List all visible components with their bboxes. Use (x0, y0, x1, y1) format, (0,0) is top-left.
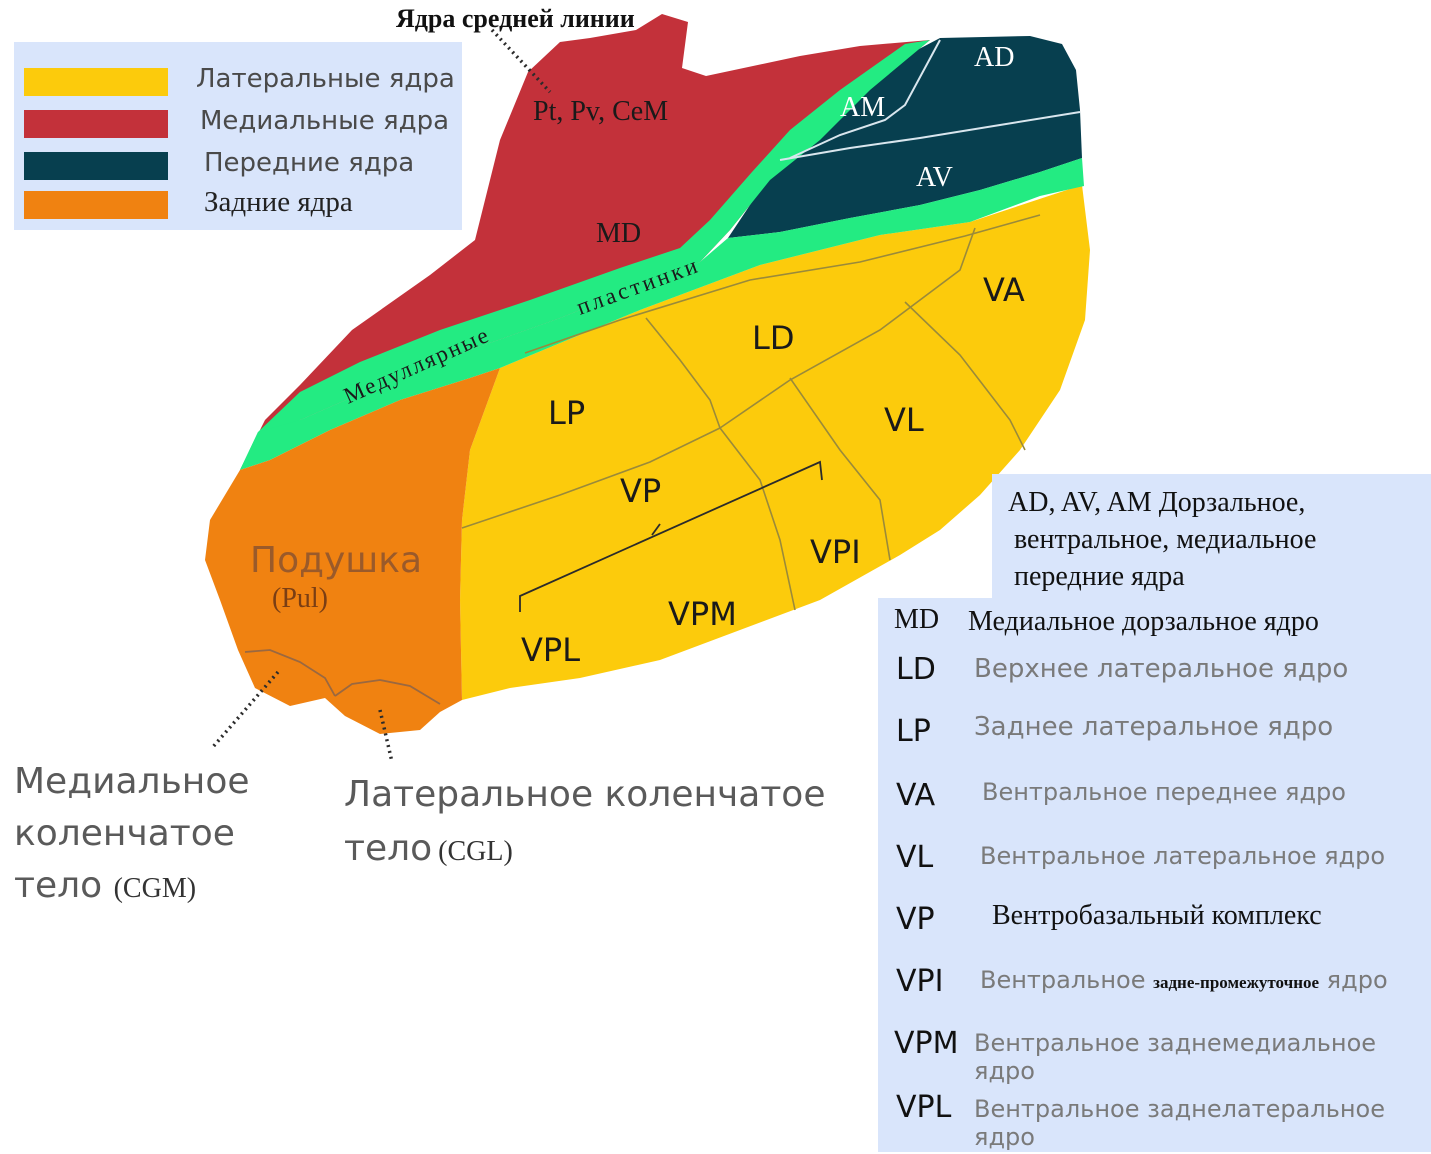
cgm-caption-line3: тело (CGM) (14, 860, 250, 915)
av-divider (779, 111, 1081, 161)
anterior-nuclei-region (728, 36, 1082, 238)
legend-swatch-lateral (24, 68, 168, 96)
cgl-caption: Латеральное коленчатое тело(CGL) (344, 768, 825, 879)
cgl-caption-line1: Латеральное коленчатое (344, 774, 826, 815)
label-vpm: VPM (668, 595, 737, 633)
glossary-desc-vp: Вентробазальный комплекс (992, 900, 1322, 931)
cgm-caption: Медиальное коленчатое тело (CGM) (14, 756, 250, 915)
glossary-desc-lp: Заднее латеральное ядро (974, 712, 1334, 742)
divider-va-vl (904, 301, 1026, 451)
legend-label-anterior: Передние ядра (204, 148, 415, 178)
glossary-desc-vpm-2: ядро (974, 1057, 1035, 1085)
label-av: AV (916, 162, 953, 193)
label-pulvinar: Подушка (250, 540, 422, 581)
divider-lp-vp (461, 427, 721, 529)
label-ad: AD (974, 42, 1014, 73)
glossary-desc-vpl-2: ядро (974, 1123, 1035, 1151)
divider-vp-vl (719, 427, 796, 611)
label-va: VA (983, 271, 1025, 309)
glossary-anterior-line2: вентральное, медиальное (1014, 524, 1317, 555)
region-labels: AD AM AV MD Pt, Pv, CeM LD VA LP VL VP V… (250, 42, 1025, 669)
glossary-desc-va: Вентральное переднее ядро (982, 778, 1346, 806)
medullary-lamina-lower (240, 158, 1084, 470)
divider-lp-ld (645, 317, 721, 429)
label-vp: VP (620, 472, 661, 510)
legend-label-lateral: Латеральные ядра (196, 64, 455, 94)
cgm-caption-line2: коленчатое (14, 813, 235, 854)
lateral-dividers (461, 214, 1041, 611)
glossary-abbr-lp: LP (896, 714, 931, 749)
glossary-desc-vpi-c: ядро (1319, 966, 1388, 994)
legend-swatch-anterior (24, 152, 168, 180)
glossary-abbr-vpm: VPM (894, 1026, 959, 1061)
label-ld: LD (752, 319, 794, 357)
glossary-abbr-vpl: VPL (896, 1090, 952, 1125)
glossary-abbr-ld: LD (896, 652, 936, 687)
pointers (210, 28, 552, 763)
legend-panel: Латеральные ядра Медиальные ядра Передни… (14, 42, 462, 230)
midline-title: Ядра средней линии (396, 4, 635, 33)
am-divider (789, 39, 941, 159)
divider-ld-vl (719, 227, 976, 429)
label-am: AM (840, 92, 885, 123)
glossary-desc-vpi-b: задне-промежуточное (1153, 973, 1320, 992)
glossary-abbr-vl: VL (896, 840, 934, 875)
glossary-desc-md: Медиальное дорзальное ядро (968, 606, 1319, 637)
cgl-caption-line2: тело(CGL) (344, 822, 825, 879)
glossary-desc-vpl-1: Вентральное заднелатеральное (974, 1095, 1385, 1123)
cgm-caption-tело: тело (14, 865, 103, 906)
glossary-desc-vl: Вентральное латеральное ядро (980, 842, 1386, 870)
glossary-abbr-md: MD (894, 604, 940, 635)
cgm-caption-line1: Медиальное (14, 761, 250, 802)
cgl-outline (334, 679, 441, 705)
glossary-desc-ld: Верхнее латеральное ядро (974, 654, 1349, 684)
label-vpi: VPI (810, 533, 861, 571)
lateral-nuclei-region (460, 185, 1090, 700)
label-pulvinar-abbr: (Pul) (272, 583, 328, 614)
cgm-outline (244, 649, 336, 697)
legend-label-medial: Медиальные ядра (200, 106, 450, 136)
medullary-lamina (240, 40, 930, 470)
glossary-desc-vpm: Вентральное заднемедиальное ядро (974, 1026, 1376, 1088)
glossary-anterior-text: AD, AV, AM Дорзальное, вентральное, меди… (1008, 484, 1316, 595)
glossary-anterior-line3: передние ядра (1014, 561, 1185, 592)
cgl-caption-tело: тело (344, 828, 433, 869)
geniculate-outlines (244, 649, 441, 705)
legend-swatch-posterior (24, 191, 168, 219)
divider-upper-row (524, 214, 1041, 354)
vp-bracket (519, 460, 823, 612)
vp-bracket-line (519, 460, 823, 612)
glossary-desc-vpm-1: Вентральное заднемедиальное (974, 1029, 1377, 1057)
vp-bracket-tick (651, 523, 661, 536)
label-lp: LP (548, 394, 585, 432)
glossary-panel (878, 598, 1431, 1152)
label-midline-nuclei: Pt, Pv, CeM (533, 96, 668, 127)
glossary-abbr-vpi: VPI (896, 964, 944, 999)
label-vl: VL (884, 401, 924, 439)
cgl-abbr: (CGL) (438, 836, 513, 867)
glossary-desc-vpi: Вентральное задне-промежуточное ядро (980, 966, 1388, 994)
glossary-desc-vpi-a: Вентральное (980, 966, 1154, 994)
label-vpl: VPL (521, 631, 580, 669)
anterior-dividers (779, 39, 1081, 161)
glossary-abbr-va: VA (896, 778, 936, 813)
legend-swatch-medial (24, 110, 168, 138)
posterior-nuclei-region (205, 368, 500, 734)
label-md: MD (596, 218, 641, 249)
glossary-anterior-panel (992, 474, 1431, 600)
glossary-anterior-line1: AD, AV, AM Дорзальное, (1008, 487, 1306, 518)
midline-pointer (490, 28, 552, 94)
legend-label-posterior: Задние ядра (204, 186, 353, 218)
glossary-abbr-vp: VP (896, 902, 935, 937)
cgm-abbr: (CGM) (113, 873, 197, 904)
glossary-desc-vpl: Вентральное заднелатеральное ядро (974, 1092, 1385, 1154)
divider-vl-vpi (789, 377, 891, 561)
